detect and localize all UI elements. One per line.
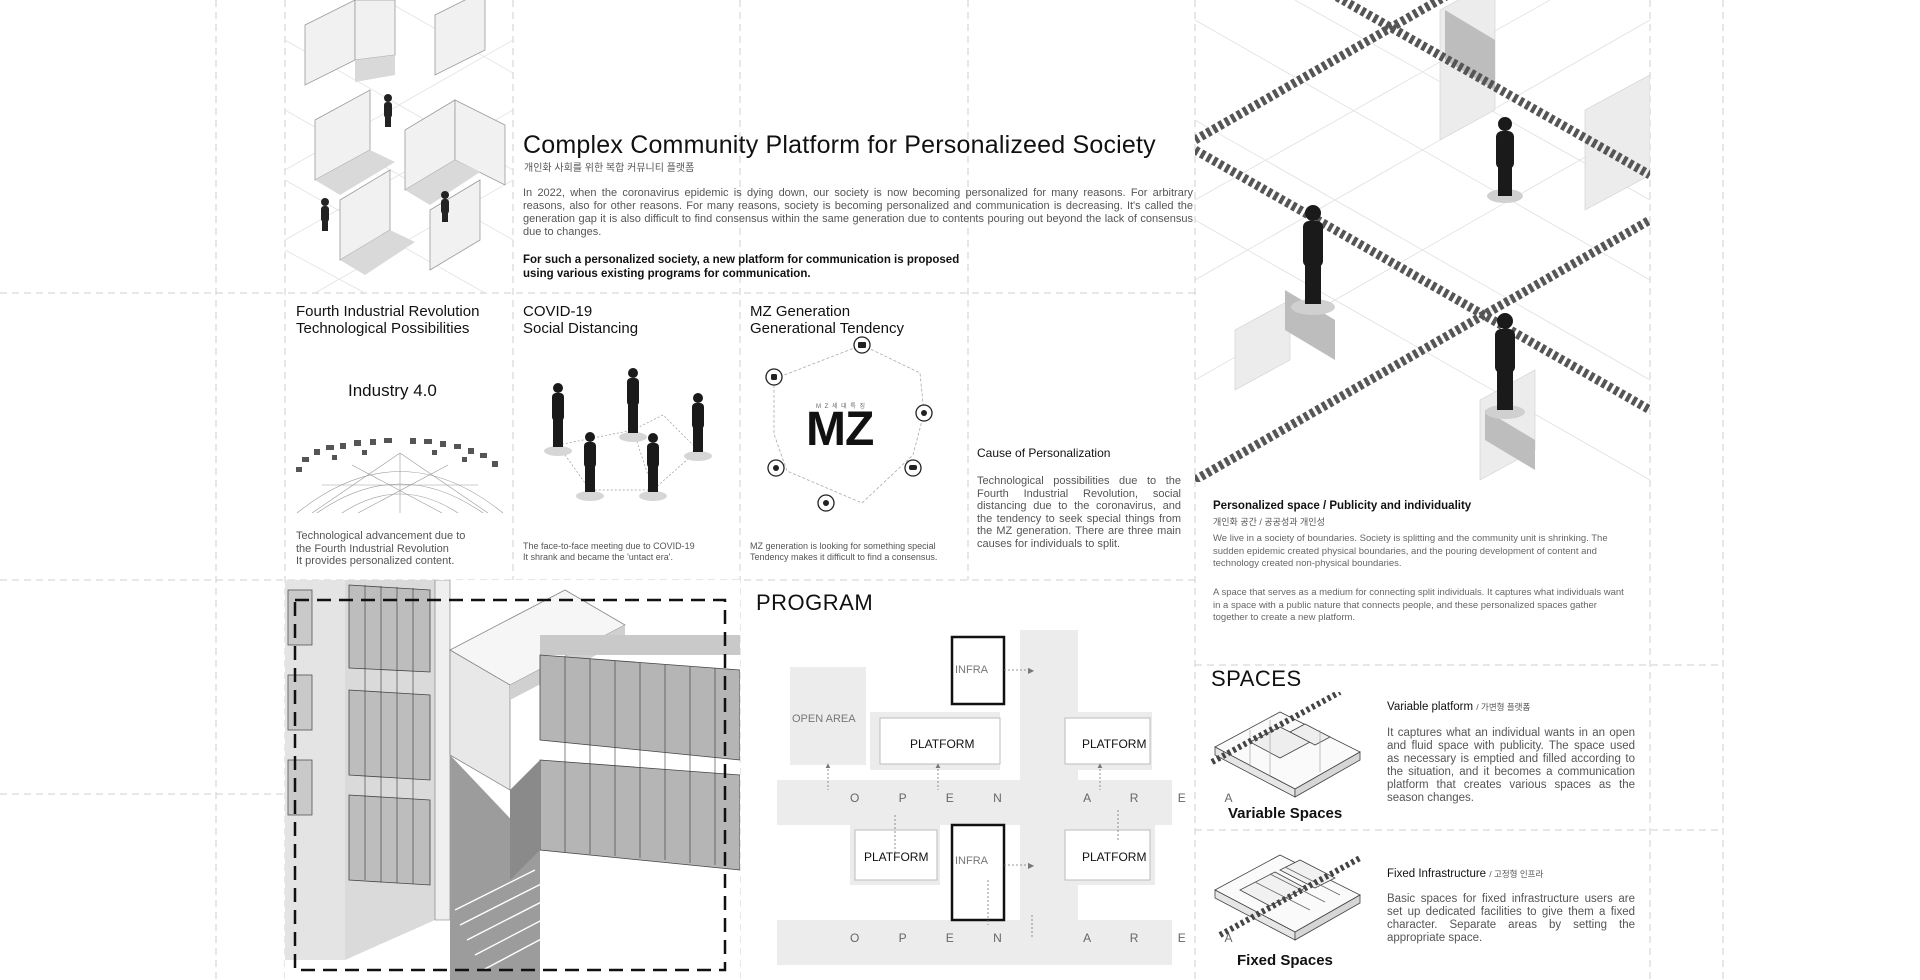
covid-title-line-1: COVID-19 (523, 303, 593, 320)
platform-label-4: PLATFORM (1082, 850, 1147, 864)
industry-caption-line-1: Technological advancement due to (296, 530, 466, 542)
mz-caption-line-2: Tendency makes it difficult to find a co… (750, 552, 938, 562)
svg-text:▶: ▶ (1028, 861, 1035, 870)
platform-label-3: PLATFORM (864, 850, 929, 864)
infra-label-bottom: INFRA (955, 855, 988, 867)
industry-caption: Technological advancement due to the Fou… (296, 530, 465, 568)
mz-logo-small-ko: M Z 세 대 특 징 (816, 404, 867, 410)
program-heading: PROGRAM (756, 590, 874, 615)
svg-text:▲: ▲ (1096, 761, 1104, 770)
industry-title-line-2: Technological Possibilities (296, 320, 470, 337)
variable-spaces-diagram (1210, 692, 1361, 798)
personalized-title: Personalized space / Publicity and indiv… (1213, 500, 1472, 512)
mz-diagram (765, 336, 933, 512)
covid-caption-line-2: It shrank and became the 'untact era'. (523, 552, 674, 562)
open-area-band-1: O P E N A R E A (850, 791, 1251, 805)
intro-paragraph: In 2022, when the coronavirus epidemic i… (523, 187, 1193, 238)
variable-platform-title-text: Variable platform (1387, 701, 1474, 713)
covid-caption-line-1: The face-to-face meeting due to COVID-19 (523, 541, 695, 551)
fixed-infrastructure-title-text: Fixed Infrastructure (1387, 868, 1487, 880)
cause-summary-title: Cause of Personalization (977, 446, 1111, 460)
platform-label-1: PLATFORM (910, 737, 975, 751)
open-area-block-label: OPEN AREA (792, 713, 856, 725)
mz-logo: MZ (806, 403, 874, 456)
personalized-paragraph-2: A space that serves as a medium for conn… (1213, 587, 1624, 623)
covid-caption: The face-to-face meeting due to COVID-19… (523, 541, 695, 563)
page-subtitle-ko: 개인화 사회를 위한 복합 커뮤니티 플랫폼 (524, 163, 695, 174)
isometric-railway-illustration (1195, 0, 1650, 482)
industry-caption-line-3: It provides personalized content. (296, 555, 455, 567)
fixed-infrastructure-title: Fixed Infrastructure / 고정형 인프라 (1387, 868, 1543, 880)
variable-spaces-label: Variable Spaces (1228, 805, 1343, 822)
covid-title-line-2: Social Distancing (523, 320, 639, 337)
industry-title-line-1: Fourth Industrial Revolution (296, 303, 480, 320)
program-diagram: ▲ ▲ ▲ ▶ ▶ (777, 630, 1172, 965)
statement-line-2: using various existing programs for comm… (523, 268, 811, 280)
variable-platform-text: It captures what an individual wants in … (1387, 727, 1635, 804)
personalized-paragraph-1: We live in a society of boundaries. Soci… (1213, 533, 1608, 569)
svg-text:▲: ▲ (824, 761, 832, 770)
mz-title-line-2: Generational Tendency (750, 320, 904, 337)
industry-caption-line-2: the Fourth Industrial Revolution (296, 542, 449, 555)
personalized-subtitle-ko: 개인화 공간 / 공공성과 개인성 (1213, 517, 1325, 527)
open-area-band-2: O P E N A R E A (850, 931, 1251, 945)
infra-label-top: INFRA (955, 664, 988, 676)
fixed-spaces-diagram (1214, 854, 1362, 941)
fixed-infrastructure-text: Basic spaces for fixed infrastructure us… (1387, 893, 1635, 944)
variable-platform-title: Variable platform / 가변형 플랫폼 (1387, 701, 1530, 713)
mz-caption-line-1: MZ generation is looking for something s… (750, 541, 936, 551)
social-distancing-illustration (544, 368, 712, 501)
statement-line-1: For such a personalized society, a new p… (523, 254, 960, 266)
svg-text:▲: ▲ (934, 761, 942, 770)
mz-caption: MZ generation is looking for something s… (750, 541, 937, 563)
fixed-infrastructure-title-ko: / 고정형 인프라 (1489, 869, 1544, 879)
cause-summary-text: Technological possibilities due to the F… (977, 475, 1181, 550)
isometric-walls-illustration (285, 0, 513, 293)
industry-4-label: Industry 4.0 (348, 381, 437, 400)
spaces-heading: SPACES (1211, 666, 1302, 691)
building-perspective (285, 580, 740, 980)
variable-platform-title-ko: / 가변형 플랫폼 (1476, 702, 1531, 712)
svg-text:▶: ▶ (1028, 666, 1035, 675)
mz-title-line-1: MZ Generation (750, 303, 851, 320)
page-title: Complex Community Platform for Personali… (523, 131, 1156, 159)
fixed-spaces-label: Fixed Spaces (1237, 952, 1333, 969)
platform-label-2: PLATFORM (1082, 737, 1147, 751)
network-globe-icon (296, 438, 504, 514)
